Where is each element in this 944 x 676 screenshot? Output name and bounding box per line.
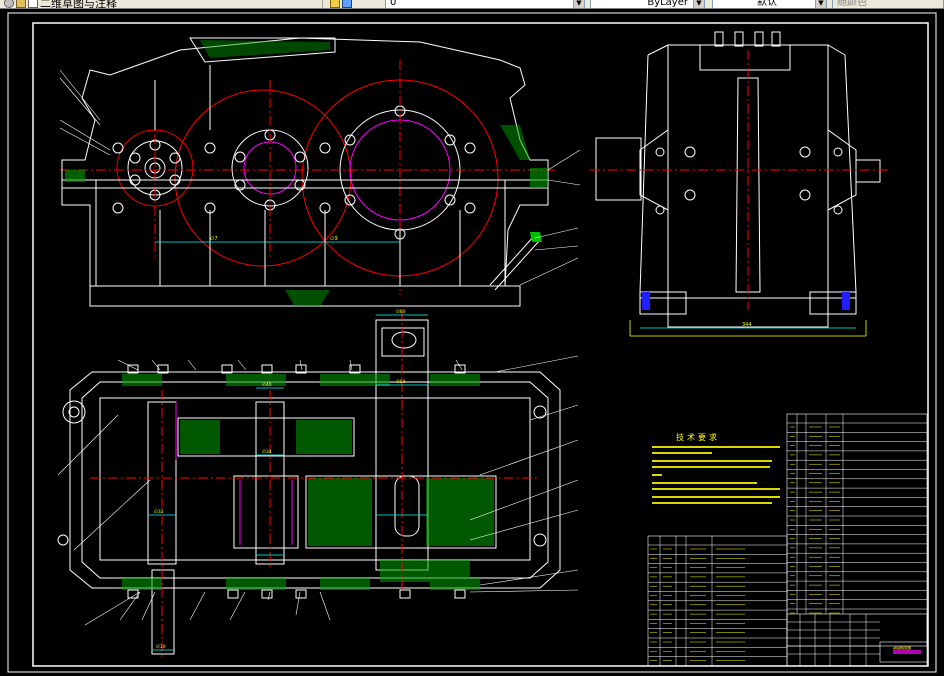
tech-note-line [652, 446, 780, 448]
layer-state-icon [330, 0, 340, 8]
drawing-canvas[interactable]: ∅7 ∅9 [0, 10, 944, 676]
front-view: ∅7 ∅9 [59, 37, 581, 307]
chevron-down-icon[interactable]: ▼ [693, 0, 704, 8]
layer-combo[interactable]: 0 ▼ [385, 0, 585, 8]
outer-frame [7, 12, 937, 673]
toolbar-separator [322, 0, 323, 8]
style-combo-value: 默认 [757, 0, 777, 8]
dim-plan-shaft: ∅32 [154, 509, 164, 515]
plan-view: ∅60 ∅50 ∅40 ∅34 ∅32 ∅30 [57, 309, 579, 660]
dim-front-b: ∅9 [330, 236, 338, 242]
dim-front-a: ∅7 [210, 236, 218, 242]
dim-side-overall: 344 [742, 322, 752, 328]
gearbox-drawing: ∅7 ∅9 [7, 12, 937, 673]
layer-combo-value: 0 [390, 0, 397, 8]
layer-prev-icon [342, 0, 352, 8]
tech-note-line [652, 502, 772, 504]
extra-combo-value: 随颜色 [837, 0, 867, 8]
workspace-label: 二维草图与注释 [40, 0, 117, 9]
extra-combo[interactable]: 随颜色 [832, 0, 944, 8]
side-view: 344 [590, 31, 890, 337]
cad-toolbar: 二维草图与注释 0 ▼ ByLayer ▼ 默认 ▼ 随颜色 [0, 0, 944, 9]
drawing-title: 减速器装配图 [893, 646, 912, 650]
linetype-combo-value: ByLayer [647, 0, 688, 8]
tech-note-line [652, 488, 780, 490]
inner-frame [32, 22, 929, 667]
tech-notes-title: 技术要求 [676, 433, 720, 442]
chevron-down-icon[interactable]: ▼ [815, 0, 826, 8]
dim-plan-left: ∅34 [262, 449, 272, 455]
workspace-selector[interactable]: 二维草图与注释 [4, 0, 117, 9]
layer-tools[interactable] [330, 0, 354, 8]
chevron-down-icon[interactable]: ▼ [573, 0, 584, 8]
tech-note-line [652, 482, 757, 484]
dim-plan-bottom: ∅30 [156, 644, 166, 650]
dim-plan-mid-b: ∅50 [396, 379, 406, 385]
tech-note-line [652, 452, 712, 454]
layer-icon [28, 0, 38, 8]
title-block [879, 641, 929, 663]
tech-note-line [652, 460, 772, 462]
lock-icon [16, 0, 26, 8]
tech-note-line [652, 466, 770, 468]
gear-icon [4, 0, 14, 8]
linetype-combo[interactable]: ByLayer ▼ [590, 0, 705, 8]
tech-note-line [652, 474, 662, 476]
style-combo[interactable]: 默认 ▼ [712, 0, 827, 8]
dim-plan-mid-a: ∅40 [262, 382, 272, 388]
dim-plan-top: ∅60 [396, 309, 406, 315]
technical-requirements: 技术要求 [648, 428, 788, 538]
tech-note-line [652, 496, 780, 498]
